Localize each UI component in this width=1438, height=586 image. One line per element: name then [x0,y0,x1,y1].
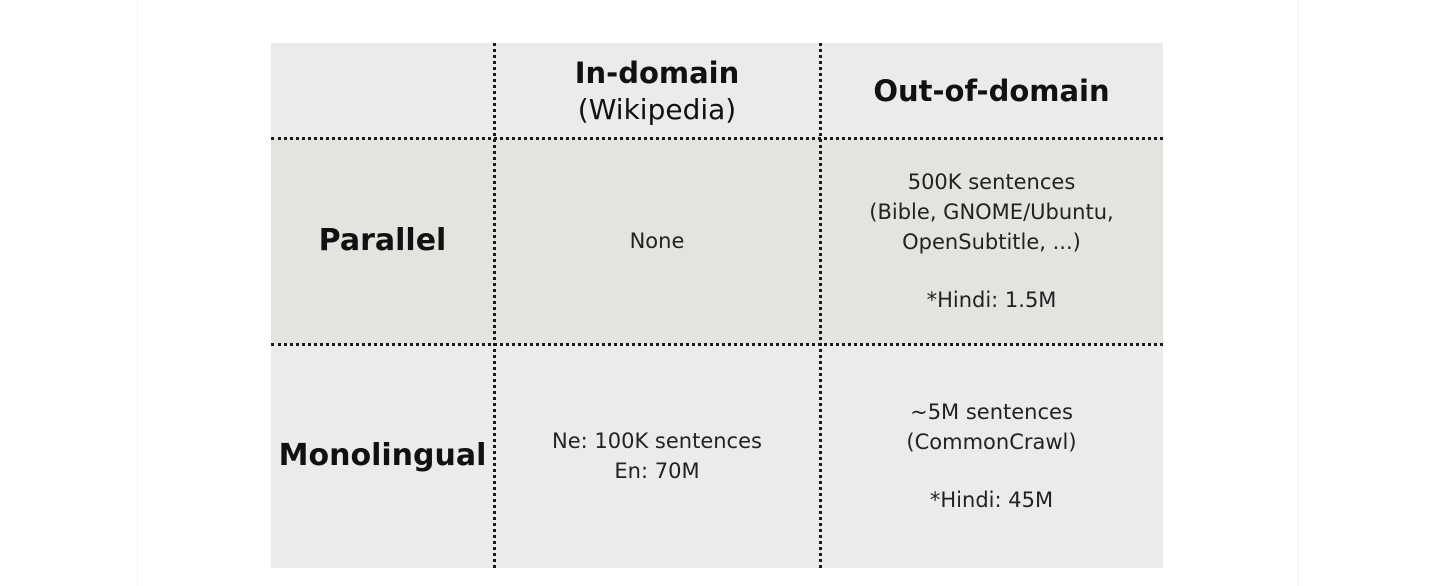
out-of-domain-title: Out-of-domain [873,73,1110,108]
monolingual-ood-line-1: ~5M sentences [910,400,1073,424]
parallel-label: Parallel [318,223,447,258]
header-out-of-domain: Out-of-domain [820,43,1163,138]
in-domain-subtitle: (Wikipedia) [577,92,737,126]
parallel-in-domain-line: None [629,229,685,253]
monolingual-ood-hindi-note: *Hindi: 45M [929,488,1054,512]
row-head-parallel: Parallel [271,138,494,344]
header-in-domain: In-domain (Wikipedia) [494,43,820,138]
monolingual-in-domain-cell: Ne: 100K sentences En: 70M [494,344,820,568]
divider-horizontal-2 [271,343,1163,346]
monolingual-ood-line-2: (CommonCrawl) [906,430,1077,454]
monolingual-label: Monolingual [278,438,487,473]
parallel-out-of-domain-cell: 500K sentences (Bible, GNOME/Ubuntu, Ope… [820,138,1163,344]
parallel-ood-hindi-note: *Hindi: 1.5M [926,288,1057,312]
parallel-ood-line-1: 500K sentences [907,170,1076,194]
parallel-ood-line-2: (Bible, GNOME/Ubuntu, [869,200,1114,224]
data-availability-table: In-domain (Wikipedia) Out-of-domain Para… [271,43,1163,568]
in-domain-title: In-domain [574,55,740,90]
parallel-ood-line-3: OpenSubtitle, ...) [902,230,1081,254]
row-head-monolingual: Monolingual [271,344,494,568]
monolingual-in-domain-line-2: En: 70M [614,459,700,483]
monolingual-out-of-domain-cell: ~5M sentences (CommonCrawl) *Hindi: 45M [820,344,1163,568]
divider-vertical-1 [493,43,496,568]
divider-vertical-2 [819,43,822,568]
divider-horizontal-1 [271,137,1163,140]
monolingual-in-domain-line-1: Ne: 100K sentences [552,429,762,453]
header-corner-cell [271,43,494,138]
parallel-in-domain-cell: None [494,138,820,344]
